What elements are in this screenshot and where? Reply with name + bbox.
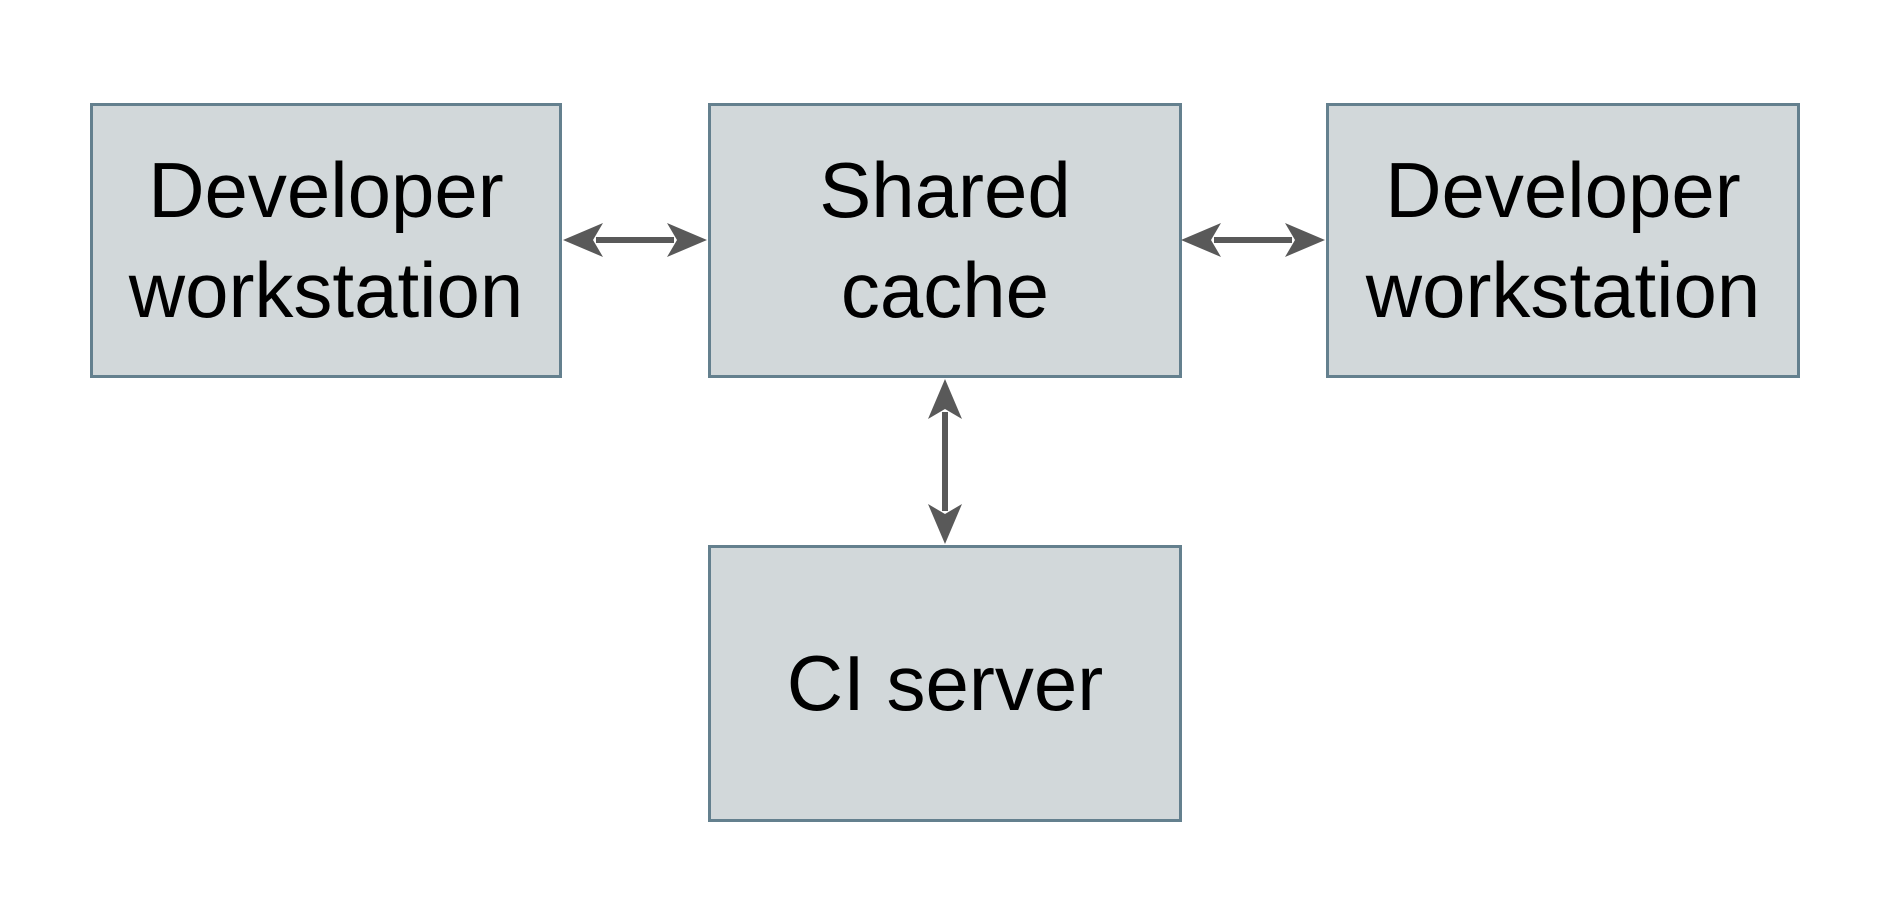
node-developer-workstation-left: Developer workstation bbox=[90, 103, 562, 378]
node-developer-workstation-right: Developer workstation bbox=[1326, 103, 1800, 378]
node-label: Shared cache bbox=[819, 146, 1071, 334]
node-ci-server: CI server bbox=[708, 545, 1182, 822]
bidirectional-arrow-cache-ci-server bbox=[928, 379, 962, 544]
node-label: Developer workstation bbox=[1365, 146, 1761, 334]
node-label: CI server bbox=[786, 638, 1104, 727]
node-shared-cache: Shared cache bbox=[708, 103, 1182, 378]
node-label: Developer workstation bbox=[128, 146, 524, 334]
bidirectional-arrow-left-workstation-cache bbox=[563, 223, 707, 257]
bidirectional-arrow-cache-right-workstation bbox=[1181, 223, 1325, 257]
